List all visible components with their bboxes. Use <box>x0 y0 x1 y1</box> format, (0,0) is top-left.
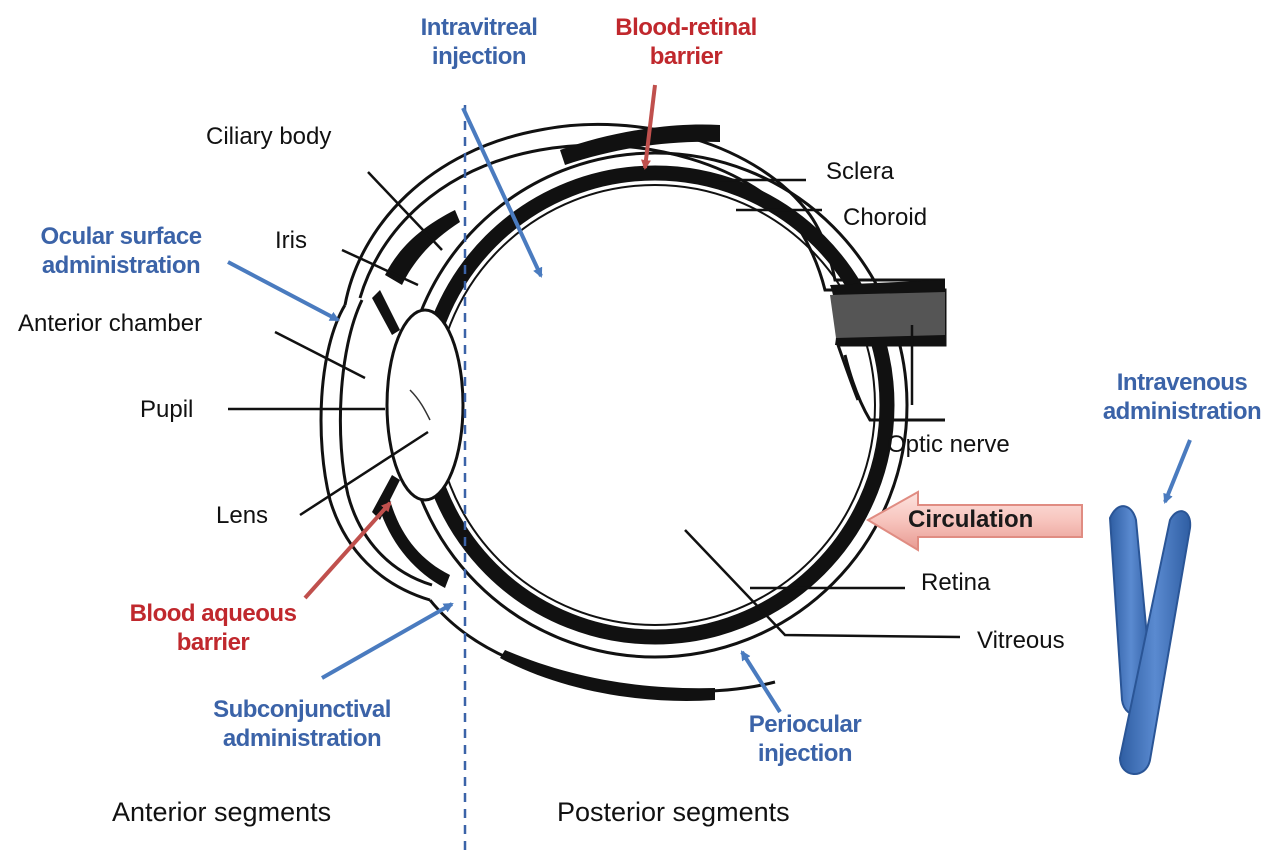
label-iris: Iris <box>275 227 307 256</box>
ocular-surface-line-1: Ocular surface <box>10 223 232 252</box>
blood-aqueous-line-1: Blood aqueous <box>98 600 328 629</box>
sclera-ring <box>403 153 907 657</box>
iris-upper <box>372 290 400 335</box>
optic-nerve-light <box>830 292 945 338</box>
label-sclera: Sclera <box>826 158 894 187</box>
choroid-ring <box>423 173 887 637</box>
label-blood-aqueous-barrier: Blood aqueous barrier <box>98 600 328 658</box>
arrow-blood-retinal <box>645 85 655 168</box>
periocular-line-2: injection <box>730 740 880 769</box>
blood-retinal-line-2: barrier <box>588 43 784 72</box>
periocular-line-1: Periocular <box>730 711 880 740</box>
arrow-intravenous <box>1165 440 1190 502</box>
label-circulation: Circulation <box>908 506 1033 535</box>
blood-retinal-line-1: Blood-retinal <box>588 14 784 43</box>
blood-aqueous-line-2: barrier <box>98 629 328 658</box>
label-intravitreal-injection: Intravitreal injection <box>398 14 560 72</box>
leader-lines <box>228 172 960 637</box>
label-retina: Retina <box>921 569 990 598</box>
label-posterior-segments: Posterior segments <box>557 796 790 828</box>
arrow-ocular-surface <box>228 262 338 320</box>
label-subconjunctival-administration: Subconjunctival administration <box>186 696 418 754</box>
arrow-subconjunctival <box>322 604 452 678</box>
leader-ciliary-body <box>368 172 442 250</box>
periocular-muscle-bottom <box>500 650 715 701</box>
blood-vessel <box>1110 506 1190 774</box>
lens-shape <box>387 310 463 500</box>
label-optic-nerve: Optic nerve <box>887 431 1010 460</box>
subconjunctival-line-2: administration <box>186 725 418 754</box>
label-ocular-surface-administration: Ocular surface administration <box>10 223 232 281</box>
label-choroid: Choroid <box>843 204 927 233</box>
label-anterior-segments: Anterior segments <box>112 796 331 828</box>
label-pupil: Pupil <box>140 396 193 425</box>
label-anterior-chamber: Anterior chamber <box>18 310 202 339</box>
ciliary-lower <box>380 500 450 588</box>
intravitreal-line-1: Intravitreal <box>398 14 560 43</box>
subconjunctival-line-1: Subconjunctival <box>186 696 418 725</box>
intravitreal-line-2: injection <box>398 43 560 72</box>
periocular-muscle-top <box>560 124 720 165</box>
ocular-surface-line-2: administration <box>10 252 232 281</box>
label-lens: Lens <box>216 502 268 531</box>
label-periocular-injection: Periocular injection <box>730 711 880 769</box>
label-ciliary-body: Ciliary body <box>206 123 331 152</box>
label-vitreous: Vitreous <box>977 627 1065 656</box>
intravenous-line-1: Intravenous <box>1085 369 1279 398</box>
intravenous-line-2: administration <box>1085 398 1279 427</box>
leader-anterior-chamber <box>275 332 365 378</box>
label-intravenous-administration: Intravenous administration <box>1085 369 1279 427</box>
label-blood-retinal-barrier: Blood-retinal barrier <box>588 14 784 72</box>
retina-ring <box>435 185 875 625</box>
